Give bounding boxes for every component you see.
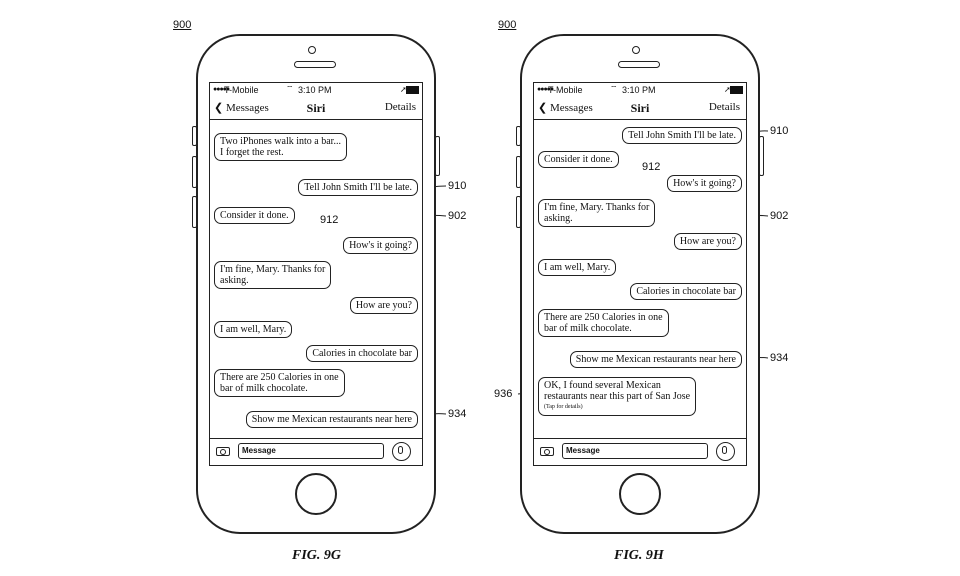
message-bubble-received[interactable]: There are 250 Calories in one bar of mil… [214, 369, 345, 397]
ref-934-right: 934 [770, 352, 789, 364]
front-camera-icon [308, 46, 316, 54]
ref-900-left: 900 [173, 19, 192, 31]
ref-934-left: 934 [448, 408, 467, 420]
message-bubble-sent[interactable]: Calories in chocolate bar [306, 345, 418, 362]
signal-icon: ●●●●● [213, 86, 230, 93]
battery-icon [730, 86, 743, 94]
volume-down-button [192, 196, 197, 228]
phone-left: ●●●●● T-Mobile ⌔ 3:10 PM ➚ ❮ Messages Si… [192, 34, 440, 534]
status-bar: ●●●●● T-Mobile ⌔ 3:10 PM ➚ [210, 83, 422, 97]
message-bubble-sent[interactable]: Tell John Smith I'll be late. [622, 127, 742, 144]
message-bubble-sent[interactable]: How's it going? [343, 237, 418, 254]
nav-bar: ❮ Messages Siri Details [210, 97, 422, 120]
clock-label: 3:10 PM [622, 85, 656, 95]
conversation-title: Siri [630, 101, 650, 115]
carrier-label: T-Mobile [224, 85, 259, 95]
message-bubble-received[interactable]: Two iPhones walk into a bar... I forget … [214, 133, 347, 161]
mute-switch [516, 126, 521, 146]
message-bubble-received[interactable]: I'm fine, Mary. Thanks for asking. [538, 199, 656, 227]
nav-bar: ❮ Messages Siri Details [534, 97, 746, 120]
message-bubble-sent[interactable]: How are you? [349, 297, 418, 314]
restaurant-result-text: OK, I found several Mexican restaurants … [544, 380, 691, 402]
figure-caption-left: FIG. 9G [292, 548, 342, 563]
details-button[interactable]: Details [384, 101, 416, 113]
home-button[interactable] [295, 473, 337, 515]
message-input[interactable]: Message [238, 443, 384, 459]
back-messages-button[interactable]: ❮ Messages [214, 102, 269, 114]
message-bubble-received[interactable]: Consider it done. [538, 151, 619, 168]
ref-902-right: 902 [770, 210, 789, 222]
message-bubble-received[interactable]: I am well, Mary. [538, 259, 617, 276]
battery-icon [406, 86, 419, 94]
signal-icon: ●●●●● [537, 86, 554, 93]
tap-for-details-note[interactable]: (Tap for details) [544, 404, 583, 410]
home-button[interactable] [619, 473, 661, 515]
message-bubble-sent[interactable]: How are you? [673, 233, 742, 250]
ref-910-right: 910 [770, 125, 789, 137]
speaker-icon [294, 61, 336, 68]
details-button[interactable]: Details [708, 101, 740, 113]
location-icon: ➚ [724, 85, 731, 94]
location-icon: ➚ [400, 85, 407, 94]
speaker-icon [618, 61, 660, 68]
message-input-bar: Message [210, 438, 422, 465]
ref-910-left: 910 [448, 180, 467, 192]
message-bubble-received[interactable]: I'm fine, Mary. Thanks for asking. [214, 261, 332, 289]
carrier-label: T-Mobile [548, 85, 583, 95]
volume-up-button [192, 156, 197, 188]
mute-switch [192, 126, 197, 146]
message-bubble-received[interactable]: There are 250 Calories in one bar of mil… [538, 309, 669, 337]
conversation-title: Siri [306, 101, 326, 115]
ref-900-right: 900 [498, 19, 517, 31]
message-bubble-received[interactable]: Consider it done. [214, 207, 295, 224]
screen-right: ●●●●● T-Mobile ⌔ 3:10 PM ➚ ❮ Messages Si… [533, 82, 747, 466]
camera-icon[interactable] [540, 447, 554, 456]
wifi-icon: ⌔ [286, 84, 294, 93]
figure-caption-right: FIG. 9H [614, 548, 664, 563]
phone-right: ●●●●● T-Mobile ⌔ 3:10 PM ➚ ❮ Messages Si… [516, 34, 764, 534]
microphone-icon[interactable] [716, 442, 735, 461]
back-messages-button[interactable]: ❮ Messages [538, 102, 593, 114]
microphone-icon[interactable] [392, 442, 411, 461]
volume-down-button [516, 196, 521, 228]
message-bubble-sent[interactable]: Show me Mexican restaurants near here [245, 411, 418, 428]
message-bubble-sent[interactable]: Calories in chocolate bar [630, 283, 742, 300]
front-camera-icon [632, 46, 640, 54]
volume-up-button [516, 156, 521, 188]
message-input[interactable]: Message [562, 443, 708, 459]
ref-912-right: 912 [642, 161, 661, 173]
message-bubble-sent[interactable]: Tell John Smith I'll be late. [298, 179, 418, 196]
message-bubble-sent[interactable]: How's it going? [667, 175, 742, 192]
message-bubble-sent[interactable]: Show me Mexican restaurants near here [569, 351, 742, 368]
ref-936-right: 936 [494, 388, 513, 400]
ref-902-left: 902 [448, 210, 467, 222]
camera-icon[interactable] [216, 447, 230, 456]
screen-left: ●●●●● T-Mobile ⌔ 3:10 PM ➚ ❮ Messages Si… [209, 82, 423, 466]
message-input-bar: Message [534, 438, 746, 465]
wifi-icon: ⌔ [610, 84, 618, 93]
power-button [759, 136, 764, 176]
message-bubble-received[interactable]: I am well, Mary. [214, 321, 293, 338]
ref-912-left: 912 [320, 214, 339, 226]
status-bar: ●●●●● T-Mobile ⌔ 3:10 PM ➚ [534, 83, 746, 97]
restaurant-result-bubble[interactable]: OK, I found several Mexican restaurants … [538, 377, 697, 416]
clock-label: 3:10 PM [298, 85, 332, 95]
power-button [435, 136, 440, 176]
